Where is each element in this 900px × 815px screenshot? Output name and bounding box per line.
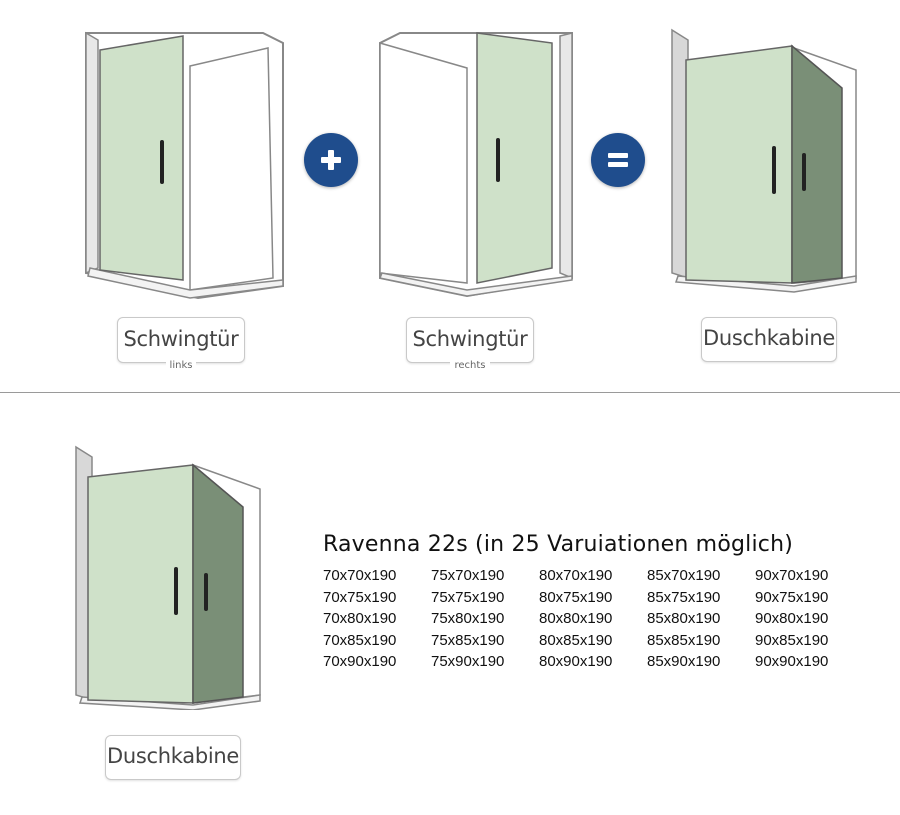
label-shower-cabin-bottom: Duschkabine xyxy=(105,735,241,780)
label-main-text: Duschkabine xyxy=(702,326,836,350)
size-value: 80x70x190 xyxy=(539,567,613,584)
label-main-text: Schwingtür xyxy=(412,327,528,351)
size-value: 85x85x190 xyxy=(647,631,721,649)
size-value: 80x75x190 xyxy=(539,588,613,606)
size-value: 70x70x190 xyxy=(323,567,397,584)
size-value: 90x80x190 xyxy=(755,610,829,627)
size-value: 70x75x190 xyxy=(323,588,397,606)
size-value: 90x75x190 xyxy=(755,588,829,606)
size-value: 75x70x190 xyxy=(431,567,505,584)
label-main-text: Duschkabine xyxy=(106,744,240,768)
size-value: 75x80x190 xyxy=(431,610,505,627)
label-shower-cabin-top: Duschkabine xyxy=(701,317,837,362)
size-value: 90x70x190 xyxy=(755,567,829,584)
size-value: 80x90x190 xyxy=(539,653,613,670)
size-value: 75x85x190 xyxy=(431,631,505,649)
label-sub-text: links xyxy=(118,360,244,371)
label-swing-door-right: Schwingtür rechts xyxy=(406,317,534,371)
size-value: 75x75x190 xyxy=(431,588,505,606)
size-value: 80x85x190 xyxy=(539,631,613,649)
size-value: 85x90x190 xyxy=(647,653,721,670)
size-value: 70x80x190 xyxy=(323,610,397,627)
label-main-text: Schwingtür xyxy=(123,327,239,351)
size-value: 85x70x190 xyxy=(647,567,721,584)
product-title: Ravenna 22s (in 25 Varuiationen möglich) xyxy=(323,532,793,557)
size-value: 90x85x190 xyxy=(755,631,829,649)
size-value: 70x90x190 xyxy=(323,653,397,670)
size-value: 75x90x190 xyxy=(431,653,505,670)
size-variations-grid: 70x70x190 75x70x190 80x70x190 85x70x190 … xyxy=(323,566,863,672)
equals-icon xyxy=(608,153,628,167)
label-sub-text: rechts xyxy=(407,360,533,371)
shower-cabin-illustration-bottom xyxy=(75,445,261,710)
swing-door-left-illustration xyxy=(85,31,284,300)
equals-operator xyxy=(591,133,645,187)
swing-door-right-illustration xyxy=(378,32,573,298)
size-value: 85x75x190 xyxy=(647,588,721,606)
section-divider xyxy=(0,392,900,393)
size-value: 85x80x190 xyxy=(647,610,721,627)
shower-cabin-illustration-top xyxy=(671,28,857,293)
size-value: 90x90x190 xyxy=(755,653,829,670)
plus-operator xyxy=(304,133,358,187)
plus-icon xyxy=(321,150,341,170)
label-swing-door-left: Schwingtür links xyxy=(117,317,245,371)
size-value: 80x80x190 xyxy=(539,610,613,627)
size-value: 70x85x190 xyxy=(323,631,397,649)
